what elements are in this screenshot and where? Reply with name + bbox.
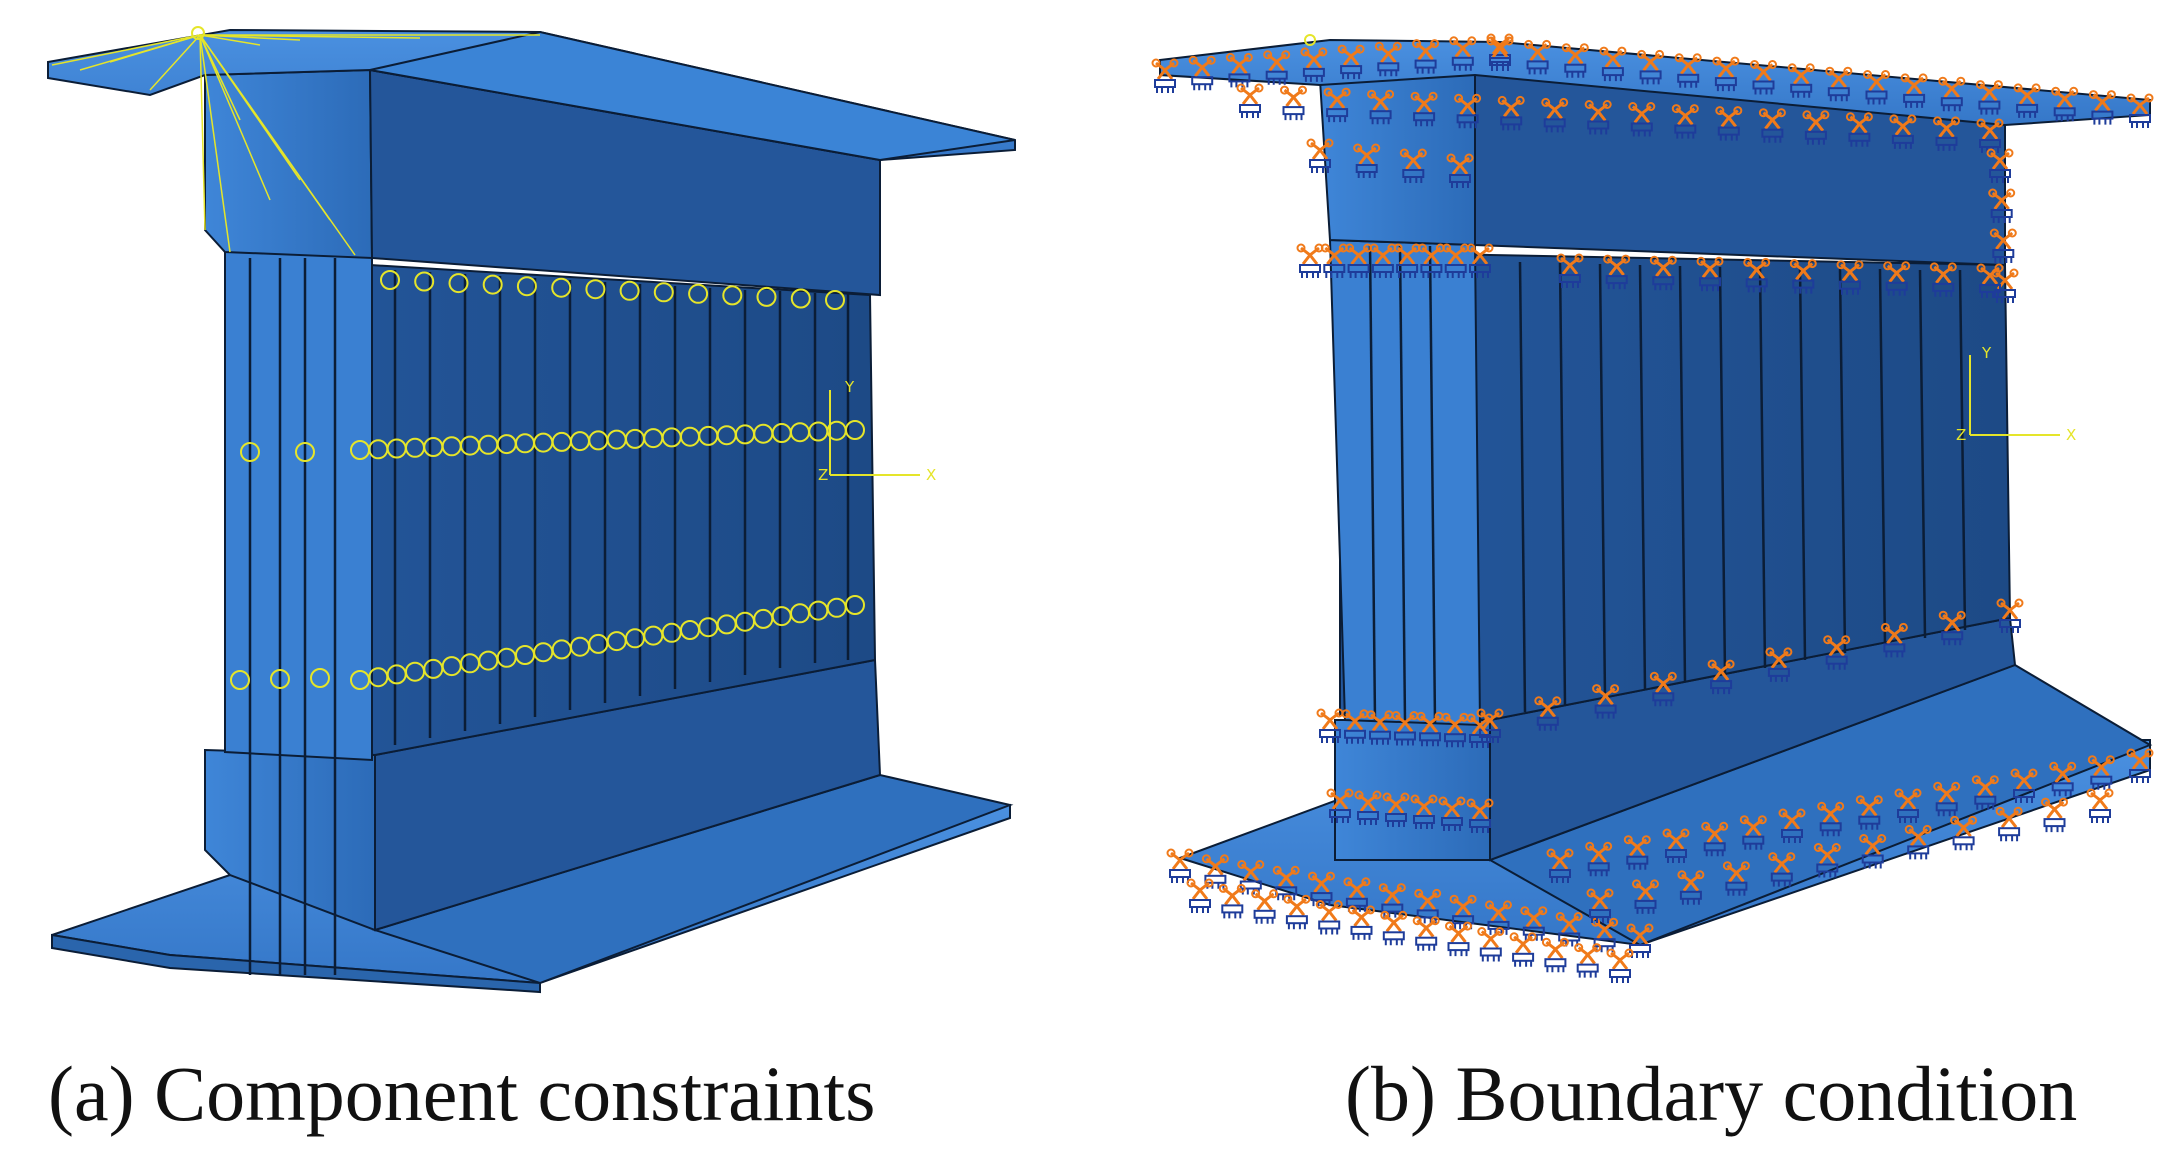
circle-icon: [551, 277, 572, 298]
circle-icon: [585, 279, 606, 300]
circle-icon: [310, 668, 330, 688]
constraint-circles-lower-row: [230, 595, 865, 690]
circle-icon: [448, 273, 469, 294]
circle-icon: [825, 290, 845, 310]
panel-b-boundary-condition: X Y Z: [1151, 33, 2154, 985]
encastre-icon: [1573, 942, 1602, 980]
encastre-icon: [1279, 85, 1308, 122]
triad-z-label: Z: [818, 466, 828, 484]
circle-icon: [756, 286, 777, 307]
encastre-icon: [1379, 910, 1408, 947]
encastre-icon: [1606, 948, 1634, 985]
caption-panel-a: (a) Component constraints: [48, 1050, 876, 1137]
encastre-icon: [1296, 243, 1324, 280]
triad-y-label: Y: [1981, 344, 1992, 362]
coordinate-triad-a: X Y Z: [818, 378, 936, 484]
triad-y-label: Y: [844, 378, 855, 396]
stiffener-lines: [248, 258, 850, 975]
encastre-icon: [1541, 937, 1570, 974]
circle-icon: [722, 285, 743, 306]
reference-point-icon: [1304, 34, 1316, 46]
encastre-icon: [1282, 894, 1311, 931]
coordinate-triad-b: X Y Z: [1956, 344, 2076, 444]
constraint-circles-middle-row: [240, 420, 865, 462]
encastre-icon: [1444, 921, 1473, 958]
encastre-icon: [1250, 888, 1279, 926]
encastre-icon: [1236, 83, 1264, 120]
encastre-icon: [1186, 878, 1214, 915]
circle-icon: [845, 420, 865, 440]
circle-icon: [619, 280, 640, 301]
circle-icon: [380, 270, 400, 290]
web-front-edge: [224, 248, 373, 762]
circle-icon: [270, 669, 290, 689]
encastre-icon: [1347, 904, 1376, 942]
encastre-icon: [2086, 788, 2114, 825]
circle-icon: [845, 595, 865, 615]
panel-a-component-constraints: X Y Z: [47, 26, 1016, 994]
circle-icon: [240, 442, 260, 462]
triad-z-label: Z: [1956, 426, 1966, 444]
triad-x-label: X: [926, 466, 936, 484]
caption-panel-b: (b) Boundary condition: [1345, 1050, 2078, 1137]
encastre-icon: [1509, 931, 1538, 969]
circle-icon: [482, 274, 503, 295]
constraint-circles-top-row: [380, 270, 845, 310]
encastre-icon: [1166, 848, 1194, 885]
stiffener-lines: [1368, 244, 1967, 724]
circle-icon: [295, 442, 315, 462]
circle-icon: [790, 288, 811, 309]
bottom-flange-front-face: [51, 933, 541, 994]
triad-x-label: X: [2066, 426, 2076, 444]
circle-icon: [414, 271, 435, 292]
circle-icon: [688, 283, 709, 304]
top-flange-fillet: [369, 30, 1016, 162]
encastre-icon: [1412, 915, 1441, 953]
circle-icon: [516, 276, 537, 297]
circle-icon: [653, 282, 674, 303]
reference-point-icon: [191, 26, 205, 40]
encastre-icon: [1218, 883, 1247, 920]
coupling-constraint-lines: [51, 34, 540, 256]
circle-icon: [230, 670, 250, 690]
